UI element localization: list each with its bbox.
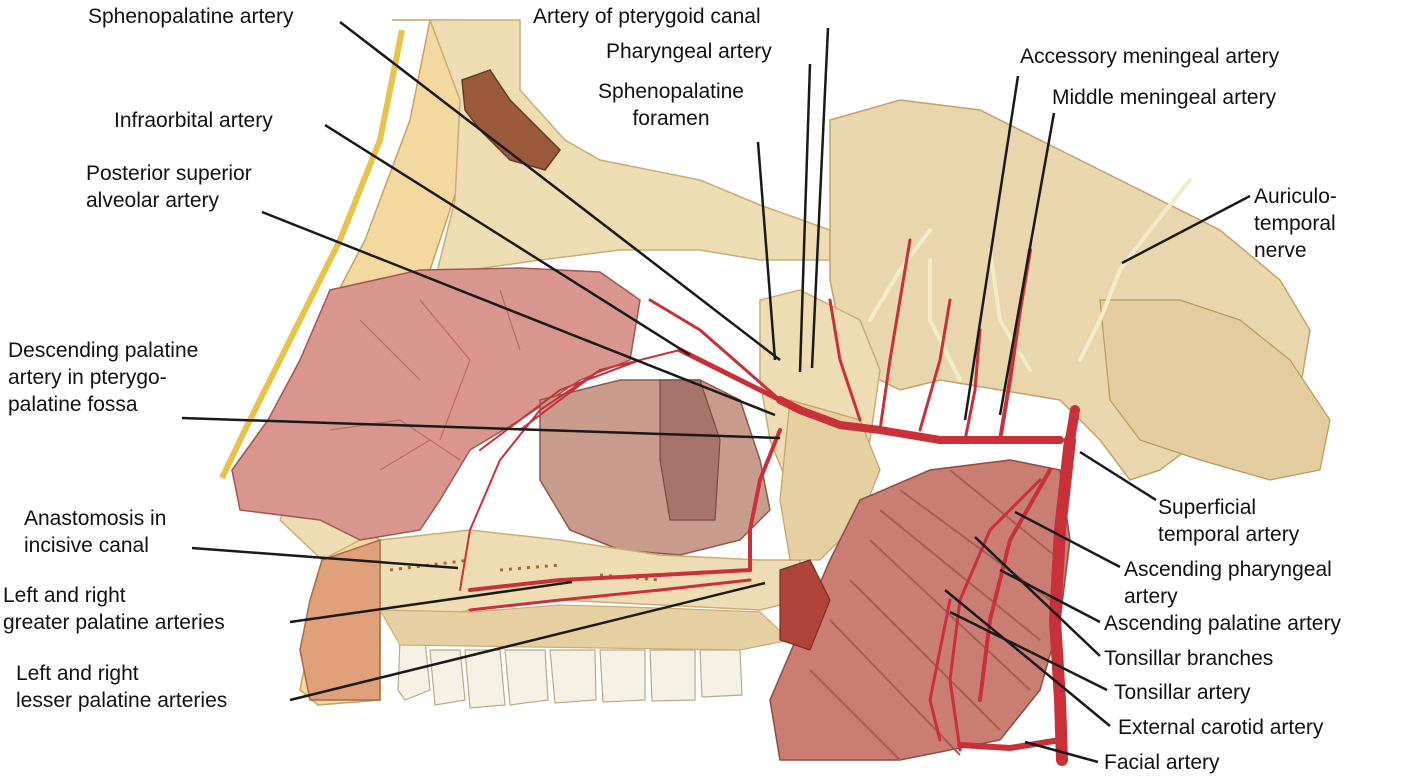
maxillary-sinus [539, 379, 771, 556]
maxillary-inner [659, 379, 721, 521]
upper-lip [299, 538, 381, 701]
greater-palatine-vessel-2 [468, 578, 752, 612]
label-sphenopalatine-foramen: Sphenopalatine foramen [578, 78, 764, 132]
label-text: incisive canal [24, 534, 149, 557]
label-text: Left and right [3, 584, 126, 607]
superficial-temporal-vessel [1065, 405, 1080, 445]
label-infraorbital-artery: Infraorbital artery [114, 107, 273, 134]
label-anastomosis-incisive-canal: Anastomosis in incisive canal [24, 505, 166, 559]
mucosa-veins [329, 289, 521, 471]
label-text: Facial artery [1104, 751, 1220, 774]
label-text: Ascending pharyngeal [1124, 558, 1332, 581]
nasal-mucosa [231, 267, 641, 541]
label-text: greater palatine arteries [3, 611, 225, 634]
label-external-carotid-artery: External carotid artery [1118, 714, 1323, 741]
external-carotid-vessel [1049, 434, 1076, 766]
label-pharyngeal-artery: Pharyngeal artery [606, 38, 772, 65]
label-text: External carotid artery [1118, 716, 1324, 739]
label-text: Middle meningeal artery [1052, 86, 1277, 109]
label-auriculotemporal-nerve: Auriculo- temporal nerve [1254, 183, 1337, 264]
label-middle-meningeal-artery: Middle meningeal artery [1052, 84, 1276, 111]
petrous-region [1099, 299, 1331, 481]
label-text: Tonsillar branches [1104, 647, 1274, 670]
label-text: palatine fossa [8, 393, 138, 416]
label-text: Descending palatine [8, 339, 199, 362]
leader-lines [181, 21, 1251, 764]
deep-branches [828, 238, 952, 432]
soft-palate [779, 559, 831, 651]
tonsillar-vessel [928, 598, 952, 742]
label-text: Sphenopalatine artery [88, 5, 294, 28]
label-sphenopalatine-artery: Sphenopalatine artery [88, 3, 293, 30]
descending-palatine-vessel [748, 428, 782, 572]
label-text: Anastomosis in [24, 507, 167, 530]
label-text: lesser palatine arteries [16, 689, 228, 712]
label-posterior-superior-alveolar-artery: Posterior superior alveolar artery [86, 160, 252, 214]
label-text: Superficial [1158, 496, 1257, 519]
label-facial-artery: Facial artery [1104, 749, 1220, 776]
label-text: temporal [1254, 212, 1336, 235]
label-text: Infraorbital artery [114, 109, 273, 132]
label-text: temporal artery [1158, 523, 1300, 546]
ascending-palatine-vessel [948, 478, 1042, 752]
label-text: Posterior superior [86, 162, 252, 185]
label-text: foramen [632, 107, 710, 130]
label-lesser-palatine-arteries: Left and right lesser palatine arteries [16, 660, 227, 714]
label-superficial-temporal-artery: Superficial temporal artery [1158, 494, 1299, 548]
nerves [868, 178, 1192, 382]
label-text: alveolar artery [86, 189, 220, 212]
label-text: Pharyngeal artery [606, 40, 772, 63]
skin-edge [219, 29, 405, 480]
label-text: artery in pterygo- [8, 366, 167, 389]
greater-palatine-vessel [468, 568, 752, 592]
label-greater-palatine-arteries: Left and right greater palatine arteries [3, 582, 225, 636]
label-text: Artery of pterygoid canal [533, 5, 761, 28]
label-text: Accessory meningeal artery [1020, 45, 1280, 68]
facial-vessel [957, 737, 1063, 751]
label-ascending-pharyngeal-artery: Ascending pharyngeal artery [1124, 556, 1332, 610]
teeth [397, 639, 743, 709]
accessory-meningeal-vessel [963, 328, 982, 442]
label-text: nerve [1254, 239, 1307, 262]
label-ascending-palatine-artery: Ascending palatine artery [1104, 610, 1341, 637]
label-artery-pterygoid-canal: Artery of pterygoid canal [533, 3, 761, 30]
label-text: Tonsillar artery [1114, 681, 1251, 704]
label-text: Sphenopalatine [598, 80, 744, 103]
label-text: Ascending palatine artery [1104, 612, 1341, 635]
ascending-pharyngeal-vessel [978, 468, 1052, 702]
infraorbital-vessel [648, 298, 782, 402]
label-text: Auriculo- [1254, 185, 1337, 208]
label-text: artery [1124, 585, 1178, 608]
label-descending-palatine-artery: Descending palatine artery in pterygo- p… [8, 337, 198, 418]
label-tonsillar-artery: Tonsillar artery [1114, 679, 1251, 706]
muscle-fibers [809, 469, 1061, 761]
label-text: Left and right [16, 662, 139, 685]
label-tonsillar-branches: Tonsillar branches [1104, 645, 1273, 672]
label-accessory-meningeal-artery: Accessory meningeal artery [1020, 43, 1279, 70]
frontal-sinus [461, 69, 561, 171]
